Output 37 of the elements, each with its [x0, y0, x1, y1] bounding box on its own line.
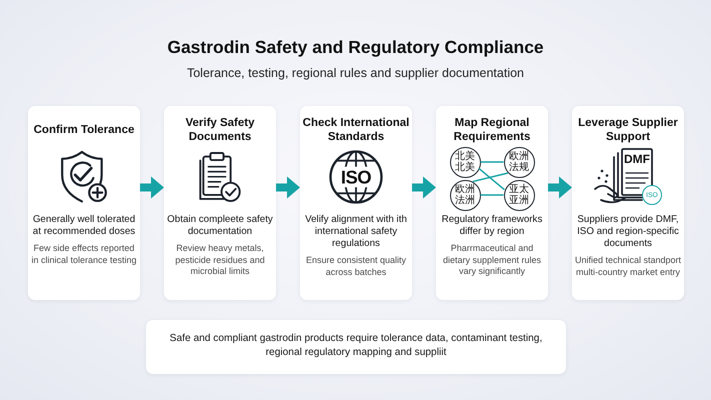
step-note: Pharrmaceutical and dietary supplement rules vary significantly [442, 243, 542, 278]
step-summary: Regulatory frameworks differ by region [440, 214, 544, 238]
subtitle: Tolerance, testing, regional rules and supplier documentation [186, 65, 524, 81]
step-note: Ensure consistent quality across batches [304, 255, 408, 278]
step-card [572, 106, 684, 300]
step-card [164, 106, 276, 300]
step-summary: Suppliers provide DMF, ISO and region-specific documents [576, 214, 680, 250]
region-circle: 北美北美 [450, 146, 480, 178]
step-title: Leverage Supplier Support [577, 116, 679, 144]
document-heading: DMF [624, 153, 650, 166]
flow-arrow [548, 176, 572, 198]
step-summary: Obtain compleete safety documentation [166, 214, 274, 238]
step-title: Check International Standards [302, 116, 410, 144]
step-summary: Velify alignment with ith international safety regulations [304, 214, 408, 250]
connector-line [472, 172, 508, 182]
step-card [28, 106, 140, 300]
region-circle: 欧洲法洲 [450, 180, 480, 210]
title: Gastrodin Safety and Regulatory Compliance [167, 36, 544, 58]
summary-banner: Safe and compliant gastrodin products require tolerance data, contaminant testing, regional regulatory mapping and suppliit [146, 320, 566, 374]
step-card [436, 106, 548, 300]
step-note: Few side effects reported in clinical tolerance testing [30, 243, 138, 266]
connector-line [478, 168, 505, 190]
step-summary: Generally well tolerated at recommended doses [32, 214, 136, 238]
flow-arrow [140, 176, 164, 198]
flow-arrow [276, 176, 300, 198]
step-card [300, 106, 412, 300]
region-circle: 亚太亚洲 [504, 180, 534, 210]
icon-text: ISO [340, 168, 372, 186]
flow-arrow [412, 176, 436, 198]
step-title: Confirm Tolerance [34, 123, 134, 137]
region-circle: 欧洲法规 [504, 146, 534, 178]
step-note: Review heavy metals, pesticide residues and microbial limits [174, 243, 266, 278]
connector-line [480, 161, 504, 163]
connector-line [480, 194, 504, 196]
step-note: Unified technical standport multi-country market entry [574, 255, 682, 278]
step-title: Verify Safety Documents [184, 116, 256, 144]
step-title: Map Regional Requirements [452, 116, 532, 144]
